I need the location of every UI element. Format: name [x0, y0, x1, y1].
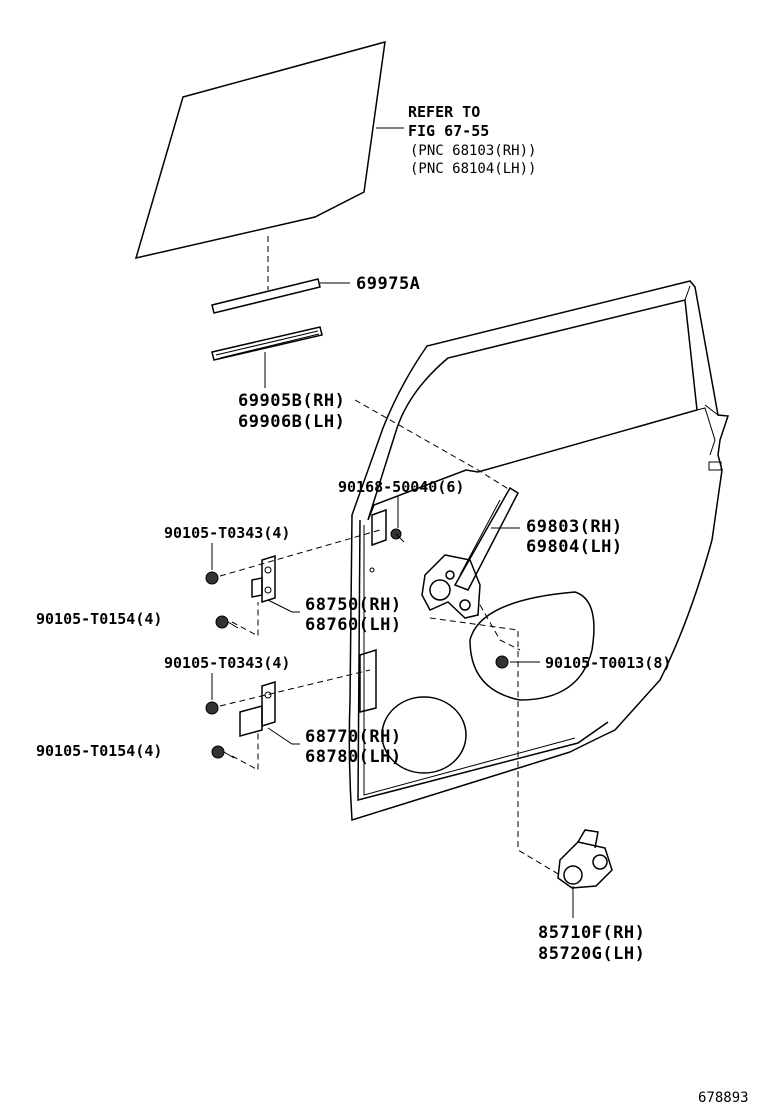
part-label-90168: 90168-50040(6) [338, 478, 464, 496]
part-label-69804: 69804(LH) [526, 537, 623, 557]
regulator-motor-85710f [557, 829, 613, 918]
part-label-68770: 68770(RH) [305, 727, 402, 747]
refer-pnc-lh-label: (PNC 68104(LH)) [410, 161, 536, 177]
figure-id: 678893 [698, 1090, 749, 1106]
part-label-69975a: 69975A [356, 274, 420, 294]
part-label-90105-t0154-bottom: 90105-T0154(4) [36, 742, 162, 760]
bolt-90168 [390, 496, 405, 543]
hinge-68750 [251, 508, 387, 613]
channel-69975a [211, 278, 350, 314]
refer-pnc-rh-label: (PNC 68103(RH)) [410, 143, 536, 159]
part-label-69905b: 69905B(RH) [238, 391, 345, 411]
bolt-90105-t0343-bottom [205, 673, 219, 715]
part-label-69803: 69803(RH) [526, 517, 623, 537]
hinge-top-dashline [219, 529, 381, 577]
bolt-dashline [479, 604, 521, 651]
part-label-90105-t0343-top: 90105-T0343(4) [164, 524, 290, 542]
access-hole [469, 591, 595, 701]
part-label-68750: 68750(RH) [305, 595, 402, 615]
part-label-90105-t0013: 90105-T0013(8) [545, 654, 671, 672]
speaker-hole [381, 696, 467, 774]
bolt-90105-t0343-top [205, 543, 219, 585]
motor-dashline [429, 617, 561, 876]
part-label-90105-t0343-bottom: 90105-T0343(4) [164, 654, 290, 672]
part-label-85710f: 85710F(RH) [538, 923, 645, 943]
bolt-90105-t0013 [495, 655, 540, 669]
weatherstrip-69905b [211, 326, 323, 388]
part-label-85720g: 85720G(LH) [538, 944, 645, 964]
hinge-top-side-dashline [231, 602, 259, 637]
door-glass [134, 40, 404, 260]
refer-to-label: REFER TO [408, 103, 480, 121]
part-label-90105-t0154-top: 90105-T0154(4) [36, 610, 162, 628]
door-panel [348, 280, 730, 821]
hinge-bottom-side-dashline [231, 730, 259, 771]
window-regulator-69803 [421, 486, 520, 619]
part-label-68760: 68760(LH) [305, 615, 402, 635]
regulator-dashline [354, 399, 511, 491]
part-label-69906b: 69906B(LH) [238, 412, 345, 432]
bolt-90105-t0154-top [215, 615, 239, 629]
refer-fig-label: FIG 67-55 [408, 122, 489, 140]
hinge-68770 [239, 648, 377, 745]
part-label-68780: 68780(LH) [305, 747, 402, 767]
bolt-90105-t0154-bottom [211, 745, 235, 759]
hinge-bottom-dashline [219, 669, 371, 707]
